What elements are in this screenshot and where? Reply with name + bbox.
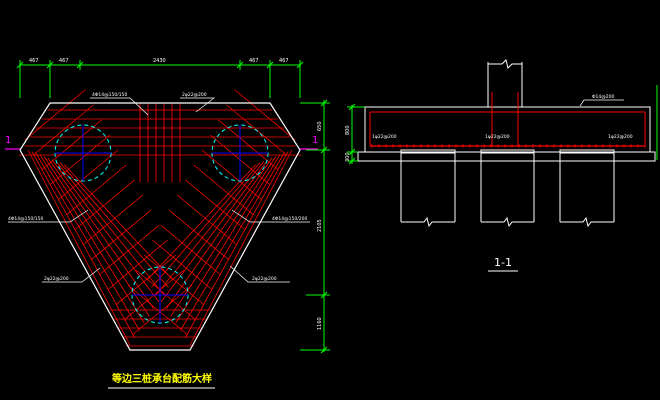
rebar-line bbox=[193, 164, 255, 216]
section-side-rebar bbox=[369, 92, 646, 146]
top-dim-4: 467 bbox=[249, 58, 259, 64]
top-dim-2: 467 bbox=[59, 58, 69, 64]
section-leaders bbox=[579, 99, 624, 107]
rebar-line bbox=[160, 159, 269, 303]
rebar-line bbox=[146, 164, 257, 281]
top-dim-3: 2430 bbox=[153, 58, 166, 64]
rebar-line bbox=[51, 159, 160, 303]
section-dim-2: 300 bbox=[345, 152, 351, 162]
section-note-top: Φ14@200 bbox=[592, 94, 614, 100]
note-bot-right: 2φ22@200 bbox=[252, 276, 277, 282]
section-cap-outline bbox=[364, 106, 651, 153]
pile-cap-outline bbox=[19, 102, 301, 351]
rebar-line bbox=[65, 164, 127, 216]
rebar-line bbox=[115, 254, 177, 306]
rebar-line bbox=[98, 224, 160, 276]
pile-center-lines bbox=[55, 125, 268, 323]
section-piles bbox=[400, 152, 615, 228]
rebar-line bbox=[59, 162, 169, 288]
rebar-line bbox=[176, 194, 238, 246]
rebar-line bbox=[55, 160, 164, 295]
rebar-line bbox=[74, 179, 135, 231]
rebar-line bbox=[151, 162, 261, 288]
rebar-line bbox=[143, 254, 205, 306]
rebar-line bbox=[43, 156, 150, 317]
section-note-bar-left: 1φ22@200 bbox=[372, 134, 397, 140]
plan-title: 等边三桩承台配筋大样 bbox=[112, 372, 212, 385]
right-dimension-line bbox=[300, 99, 330, 354]
rebar-line bbox=[41, 119, 102, 171]
rebar-line bbox=[24, 89, 86, 141]
section-title: 1-1 bbox=[494, 256, 512, 269]
top-dim-1: 467 bbox=[29, 58, 39, 64]
rebar-line bbox=[168, 209, 230, 261]
rebar-line bbox=[47, 157, 155, 310]
rebar-line bbox=[90, 209, 152, 261]
rebar-line bbox=[63, 164, 174, 281]
note-top-right: 2φ22@200 bbox=[182, 92, 207, 98]
section-cushion-layer bbox=[357, 151, 656, 162]
section-dim-1: 800 bbox=[345, 125, 351, 135]
section-mark-right: 1 bbox=[312, 135, 318, 146]
right-dim-2: 2105 bbox=[317, 219, 323, 232]
rebar-line bbox=[27, 149, 131, 346]
rebar-line bbox=[160, 224, 222, 276]
section-view: 800 300 Φ14@200 1φ22@200 1φ22@200 1φ22@2… bbox=[345, 59, 658, 272]
right-dim-1: 650 bbox=[317, 121, 323, 131]
note-mid-right: 4Φ14@150/200 bbox=[272, 216, 307, 222]
note-bot-left: 2φ22@200 bbox=[44, 276, 69, 282]
note-mid-left: 4Φ14@150/150 bbox=[8, 216, 43, 222]
rebar-line bbox=[49, 134, 111, 186]
section-note-bar-right: 1φ22@200 bbox=[608, 134, 633, 140]
plan-center-rebar bbox=[139, 103, 181, 182]
rebar-line bbox=[152, 239, 213, 291]
top-dimension-line bbox=[16, 60, 304, 98]
section-note-bar-mid: 1φ22@200 bbox=[485, 134, 510, 140]
rebar-line bbox=[180, 152, 285, 331]
plan-view: 1 1 467 467 2430 467 467 bbox=[5, 58, 330, 389]
column-stub bbox=[487, 59, 523, 107]
section-pile-heads bbox=[400, 149, 615, 154]
rebar-line bbox=[218, 119, 279, 171]
plan-leaders bbox=[8, 97, 310, 283]
rebar-line bbox=[185, 179, 246, 231]
plan-rebar-mesh bbox=[18, 89, 302, 347]
rebar-line bbox=[156, 160, 265, 295]
section-left-dimension bbox=[347, 103, 365, 165]
rebar-line bbox=[107, 239, 168, 291]
rebar-line bbox=[82, 194, 144, 246]
rebar-line bbox=[165, 157, 273, 310]
rebar-line bbox=[35, 152, 140, 331]
rebar-line bbox=[170, 156, 277, 317]
rebar-line bbox=[234, 89, 296, 141]
right-dim-3: 1160 bbox=[317, 317, 323, 330]
note-top-left: 4Φ14@150/150 bbox=[92, 92, 127, 98]
rebar-line bbox=[32, 104, 94, 156]
rebar-line bbox=[57, 149, 119, 201]
section-mark-left: 1 bbox=[5, 135, 11, 146]
top-dim-5: 467 bbox=[279, 58, 289, 64]
rebar-line bbox=[189, 149, 293, 346]
rebar-line bbox=[201, 149, 263, 201]
